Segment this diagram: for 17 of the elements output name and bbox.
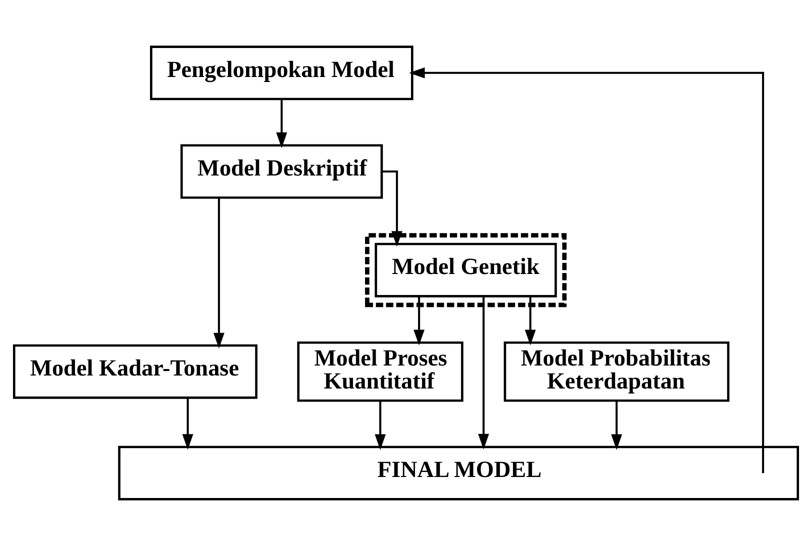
arrow [478,296,490,450]
node-box: Pengelompokan Model [150,46,414,100]
node-box: Model Proses Kuantitatif [297,341,464,402]
node-box: Model Probabilitas Keterdapatan [504,341,730,402]
arrow [524,296,536,346]
arrow [374,400,386,450]
node-box: FINAL MODEL [118,446,800,500]
arrow [414,296,425,346]
arrow [409,67,764,474]
node-box: Model Deskriptif [180,144,383,199]
node-box: Model Genetik [374,242,557,298]
cluster [365,233,567,308]
arrow [611,400,622,450]
arrow [276,99,288,148]
node-box: Model Kadar-Tonase [12,344,258,399]
arrow [213,198,224,348]
arrow [182,398,194,450]
